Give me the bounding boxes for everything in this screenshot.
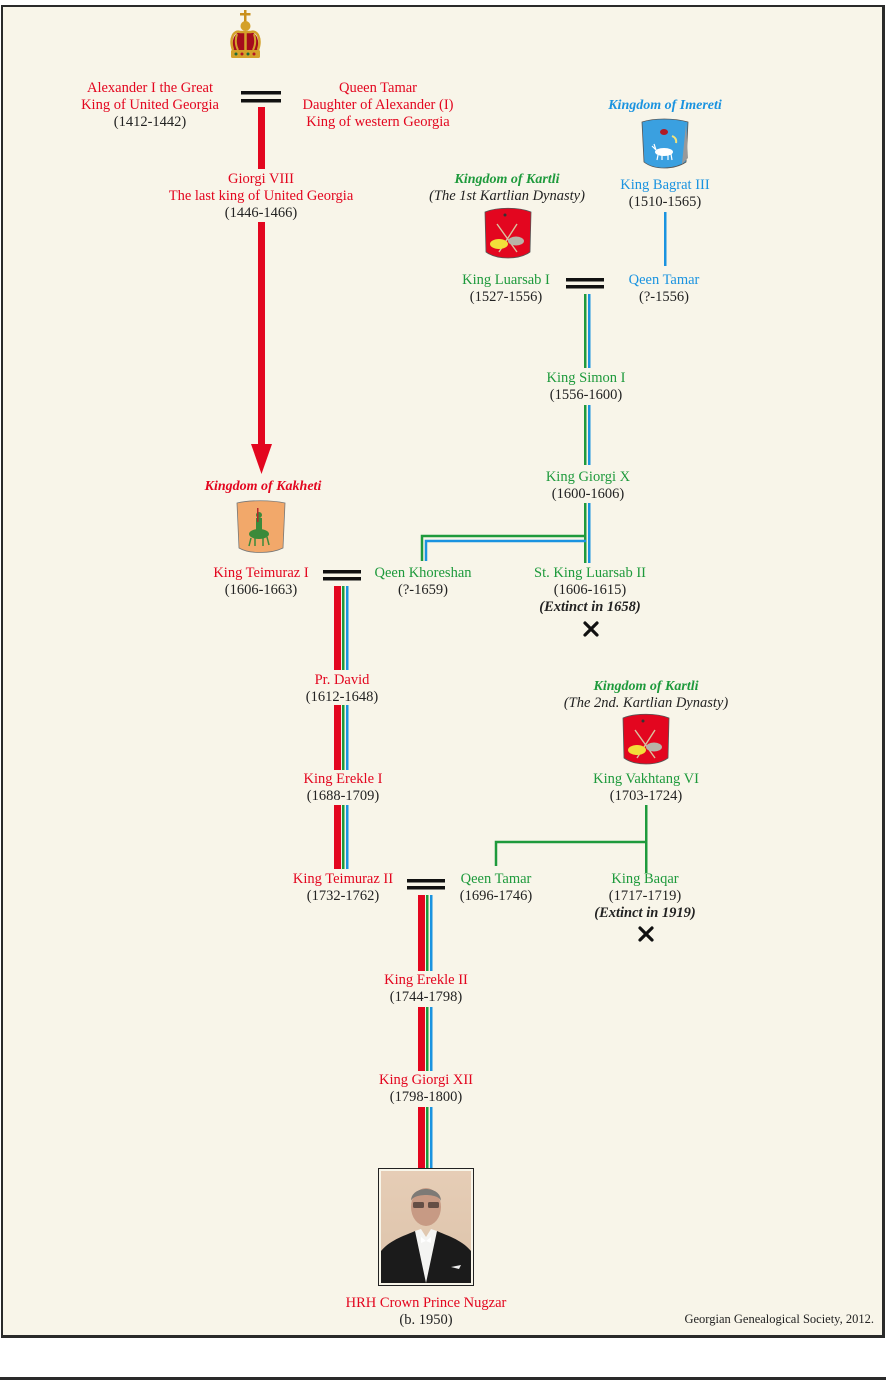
person-alexander-i: Alexander I the Great King of United Geo… [81,80,219,130]
person-luarsab-i: King Luarsab I (1527-1556) [462,272,550,305]
marriage-icon-4 [407,879,445,890]
marriage-icon-2 [566,278,604,289]
kartli-coat-of-arms-icon [622,713,670,765]
crown-icon [230,10,261,58]
person-erekle-i: King Erekle I (1688-1709) [303,771,383,804]
person-erekle-ii: King Erekle II (1744-1798) [384,972,468,1005]
person-luarsab-ii: St. King Luarsab II (1606-1615) (Extinct… [534,565,646,615]
descent-line-kakheti-tricolor [334,586,349,869]
marriage-icon-1 [241,91,281,103]
kakheti-coat-of-arms-icon [236,500,286,553]
person-giorgi-xii: King Giorgi XII (1798-1800) [379,1072,473,1105]
person-baqar: King Baqar (1717-1719) (Extinct in 1919) [594,871,696,921]
descent-line-kartli-1 [420,294,591,563]
person-giorgi-viii: Giorgi VIII The last king of United Geor… [168,171,354,221]
kingdom-kartli-1-label: Kingdom of Kartli (The 1st Kartlian Dyna… [429,172,585,204]
marriage-icon-3 [323,570,361,581]
portrait-figure [381,1188,471,1283]
cross-x-icon [638,926,654,942]
page-bottom-rule [0,1377,886,1380]
person-giorgi-x: King Giorgi X (1600-1606) [545,469,631,502]
cross-x-icon [583,621,599,637]
kingdom-imereti-label: Kingdom of Imereti [608,98,722,113]
kingdom-kakheti-label: Kingdom of Kakheti [204,479,322,494]
descent-line-blue-imereti [664,212,667,266]
descent-line-red-main [251,107,272,474]
person-bagrat-iii: King Bagrat III (1510-1565) [620,177,710,210]
person-qeen-tamar-imereti: Qeen Tamar (?-1556) [628,272,700,305]
kingdom-kartli-2-label: Kingdom of Kartli (The 2nd. Kartlian Dyn… [563,679,729,711]
person-vakhtang-vi: King Vakhtang VI (1703-1724) [593,771,699,804]
person-qeen-tamar-kartli: Qeen Tamar (1696-1746) [459,871,533,904]
person-teimuraz-i: King Teimuraz I (1606-1663) [213,565,309,598]
genealogy-chart-frame [1,5,885,1338]
person-simon-i: King Simon I (1556-1600) [546,370,626,403]
imereti-coat-of-arms-icon [641,118,689,169]
arrow-down-icon [251,444,272,474]
descent-line-final-tricolor [418,895,433,1169]
person-crown-prince-nugzar: HRH Crown Prince Nugzar (b. 1950) [345,1295,507,1328]
person-queen-tamar-daughter: Queen Tamar Daughter of Alexander (I) Ki… [302,80,454,130]
person-qeen-khoreshan: Qeen Khoreshan (?-1659) [374,565,472,598]
descent-line-kartli-2 [494,805,648,873]
footer-credit: Georgian Genealogical Society, 2012. [684,1312,874,1326]
person-pr-david: Pr. David (1612-1648) [305,672,379,705]
person-teimuraz-ii: King Teimuraz II (1732-1762) [292,871,394,904]
kartli-coat-of-arms-icon [484,207,532,259]
portrait-crown-prince-nugzar [378,1168,474,1286]
